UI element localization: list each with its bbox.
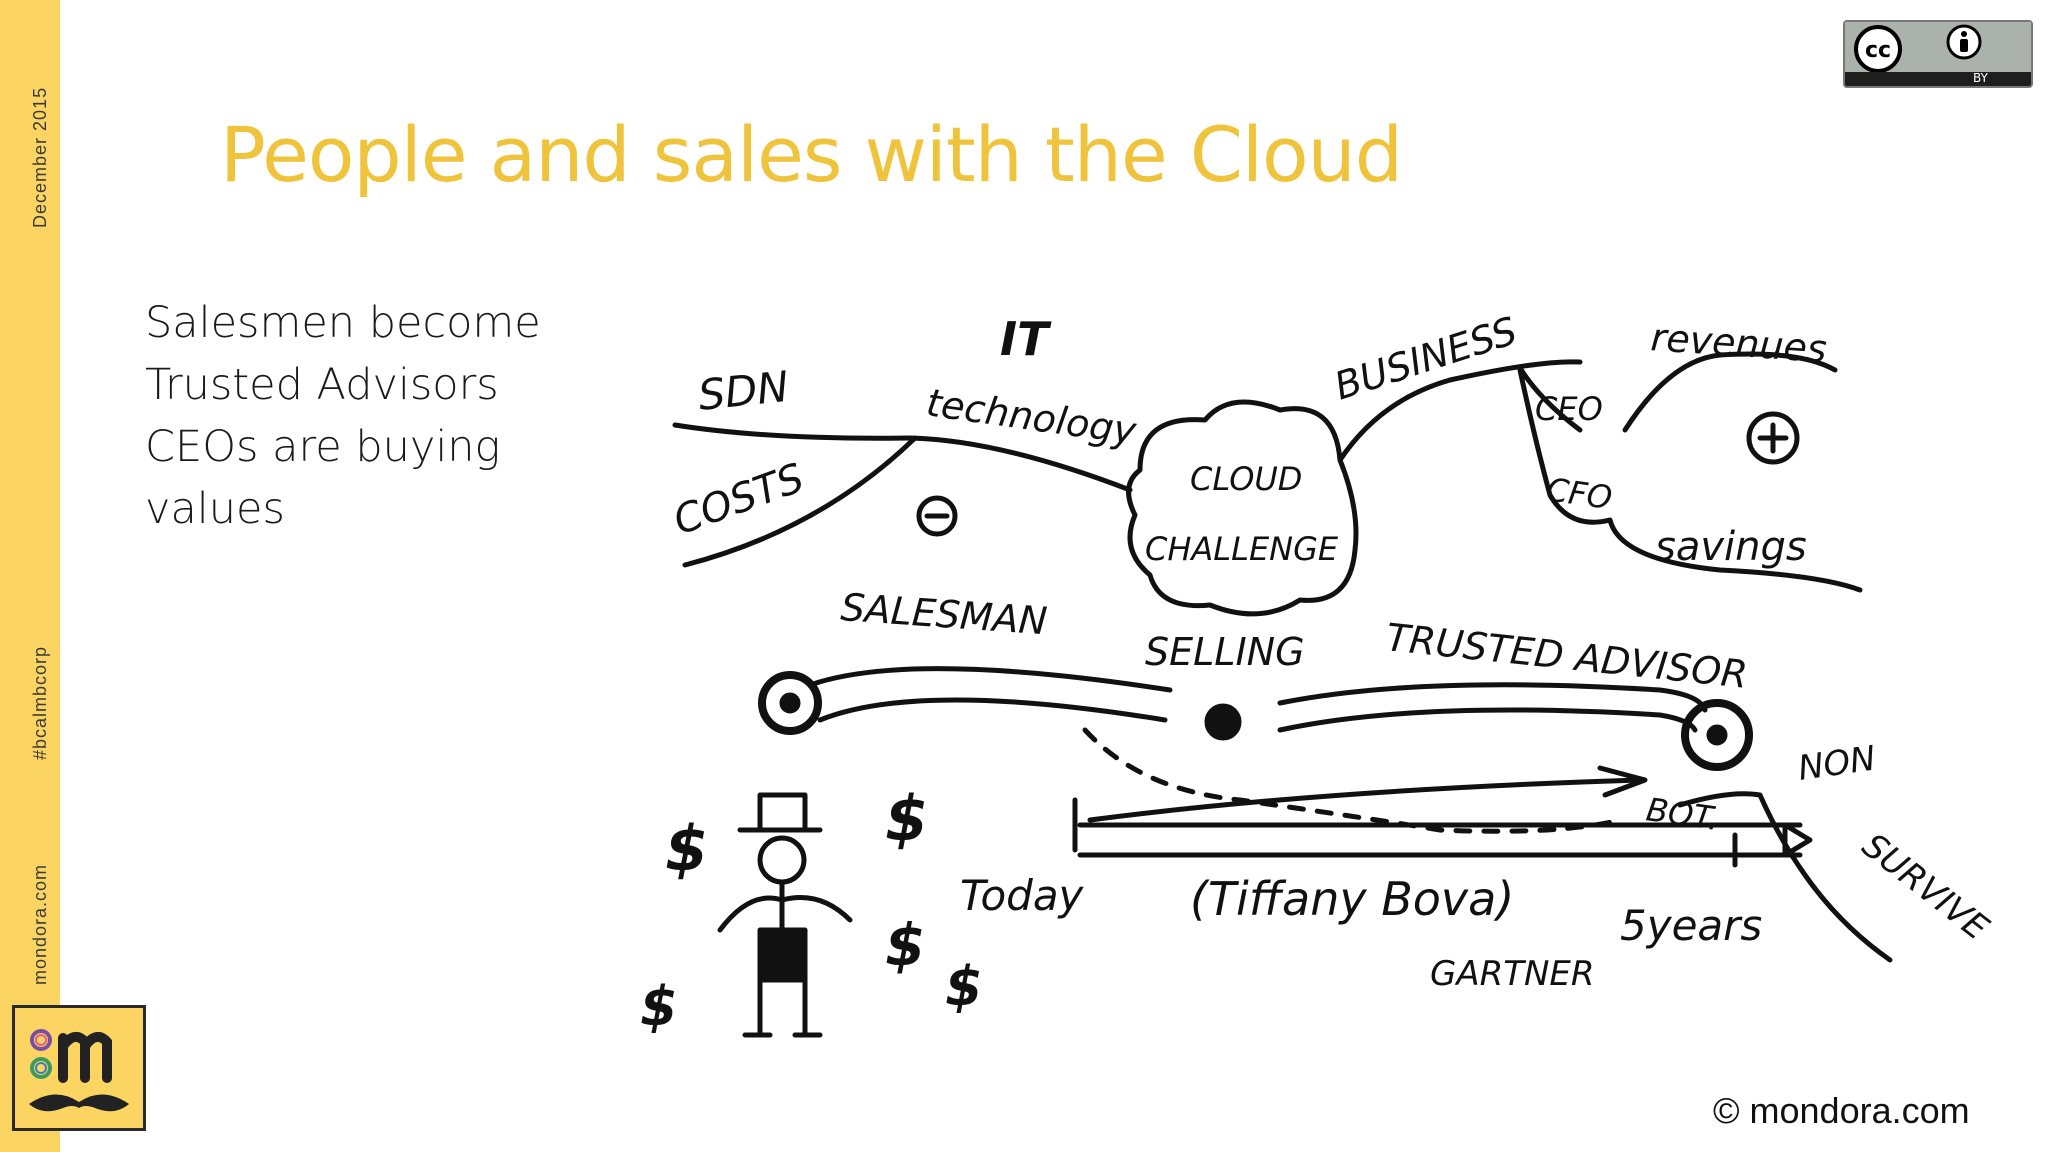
business-line <box>1337 359 1583 463</box>
label-business: BUSINESS <box>1329 308 1522 408</box>
bullet-line: Salesmen become <box>145 298 541 348</box>
slide-title: People and sales with the Cloud <box>220 110 1403 199</box>
label-ceo: CEO <box>1535 390 1603 428</box>
dollar-sign: $ <box>885 782 928 855</box>
cc-icon: cc <box>1854 24 1982 72</box>
costs-line <box>682 435 918 568</box>
figure-torso <box>757 927 808 983</box>
sidebar-date: December 2015 <box>30 86 50 228</box>
label-gartner: GARTNER <box>1430 954 1595 994</box>
label-sdn: SDN <box>696 362 791 420</box>
bullet-line: CEOs are buying <box>145 422 501 472</box>
bullet-line: values <box>145 484 285 534</box>
cc-label: cc <box>1865 38 1891 63</box>
dollar-sign: $ <box>885 911 925 979</box>
figure-legs <box>742 977 823 1038</box>
label-tiffany-bova: (Tiffany Bova) <box>1190 872 1514 926</box>
cfo-branch <box>1517 367 1863 593</box>
advisor-eye <box>1681 699 1753 771</box>
label-costs: COSTS <box>668 455 810 544</box>
slide-bullets: Salesmen become Trusted Advisors CEOs ar… <box>145 292 541 540</box>
selling-dot <box>1204 703 1242 741</box>
dollar-sign: $ <box>640 975 678 1038</box>
label-challenge: CHALLENGE <box>1145 530 1339 568</box>
label-cloud: CLOUD <box>1190 460 1302 498</box>
label-today: Today <box>960 871 1085 920</box>
figure-arms <box>717 895 853 933</box>
dashed-curve <box>1082 727 1623 834</box>
label-cfo: CFO <box>1544 470 1615 517</box>
technology-line <box>907 435 1133 493</box>
minus-circle <box>916 495 958 537</box>
salesman-arrow-top <box>807 666 1173 693</box>
cloud-shape <box>1126 399 1359 617</box>
sdn-line <box>672 422 913 441</box>
by-label: BY <box>1973 71 1988 85</box>
plus-circle <box>1746 411 1800 465</box>
label-revenues: revenues <box>1649 315 1828 371</box>
figure-hat <box>737 792 823 833</box>
label-selling: SELLING <box>1145 630 1305 674</box>
dollar-sign: $ <box>945 955 983 1018</box>
label-salesman: SALESMAN <box>839 585 1048 643</box>
sidebar-site: mondora.com <box>30 863 50 985</box>
mondora-logo <box>12 1005 146 1131</box>
label-it: IT <box>1000 312 1052 366</box>
advisor-arrow-top <box>1277 682 1708 713</box>
bullet-line: Trusted Advisors <box>145 360 499 410</box>
salesman-arrow-bottom <box>817 697 1168 723</box>
hand-drawn-sketch: IT technology SDN COSTS BUSINESS revenue… <box>640 308 1996 1038</box>
sidebar-hashtag: #bcalmbcorp <box>30 645 50 760</box>
cc-by-license-badge[interactable]: cc BY <box>1843 20 2033 88</box>
advisor-arrow-bottom <box>1277 707 1698 733</box>
label-5years: 5years <box>1620 901 1762 950</box>
figure-head <box>757 835 807 885</box>
upper-curve <box>1087 777 1643 823</box>
revenues-line <box>1622 351 1838 433</box>
copyright-footer: © mondora.com <box>1713 1090 1970 1131</box>
sketch-labels: IT technology SDN COSTS BUSINESS revenue… <box>640 308 1996 1038</box>
ceo-branch <box>1517 365 1583 433</box>
label-savings: savings <box>1655 524 1807 570</box>
salesman-eye <box>758 671 822 735</box>
sidebar: December 2015 #bcalmbcorp mondora.com <box>0 0 146 1152</box>
label-non: NON <box>1796 738 1878 788</box>
mustache-logo-icon <box>29 1029 129 1112</box>
label-survive: SURVIVE <box>1854 826 1996 949</box>
dollar-sign: $ <box>665 812 708 885</box>
survive-line <box>1677 791 1893 963</box>
